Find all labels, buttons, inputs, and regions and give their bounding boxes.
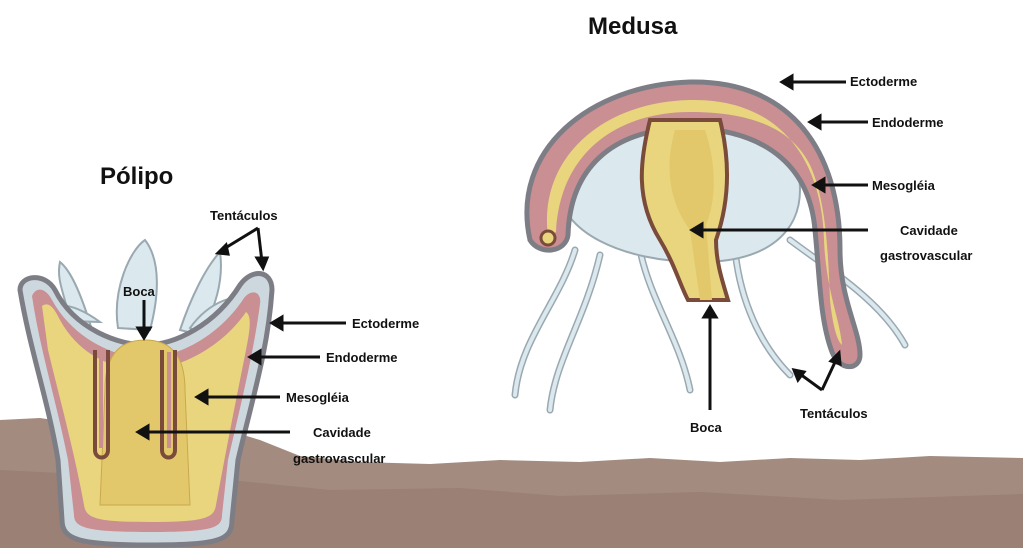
medusa-label-ectoderme: Ectoderme	[850, 74, 917, 89]
arrowhead	[138, 328, 150, 338]
polyp-label-endoderme: Endoderme	[326, 350, 398, 365]
polyp-label-gastrovascular: gastrovascular	[293, 451, 386, 466]
polyp-label-tentaculos: Tentáculos	[210, 208, 278, 223]
medusa-tentacle	[515, 250, 575, 395]
arrowhead	[272, 317, 282, 329]
medusa-tentacle	[735, 250, 790, 375]
arrowhead	[704, 307, 716, 317]
arrowhead	[257, 258, 267, 268]
arrow-medusa-tentaculos-1	[800, 374, 822, 390]
polyp-label-mesogleia: Mesogléia	[286, 390, 350, 405]
polyp-label-boca: Boca	[123, 284, 156, 299]
arrowhead	[810, 116, 820, 128]
medusa-label-tentaculos: Tentáculos	[800, 406, 868, 421]
medusa-label-mesogleia: Mesogléia	[872, 178, 936, 193]
arrowhead	[782, 76, 792, 88]
arrowhead	[794, 370, 804, 380]
medusa-label-cavidade: Cavidade	[900, 223, 958, 238]
arrowhead	[218, 245, 228, 254]
medusa-rim-dot	[541, 231, 555, 245]
polyp-label-cavidade: Cavidade	[313, 425, 371, 440]
arrow-medusa-tentaculos-2	[822, 360, 836, 390]
polyp-title: Pólipo	[100, 163, 173, 190]
medusa-label-endoderme: Endoderme	[872, 115, 944, 130]
medusa-tentacle	[735, 250, 790, 375]
medusa-label-gastrovascular: gastrovascular	[880, 248, 973, 263]
medusa-label-boca: Boca	[690, 420, 723, 435]
polyp-label-ectoderme: Ectoderme	[352, 316, 419, 331]
medusa-title: Medusa	[588, 13, 678, 40]
